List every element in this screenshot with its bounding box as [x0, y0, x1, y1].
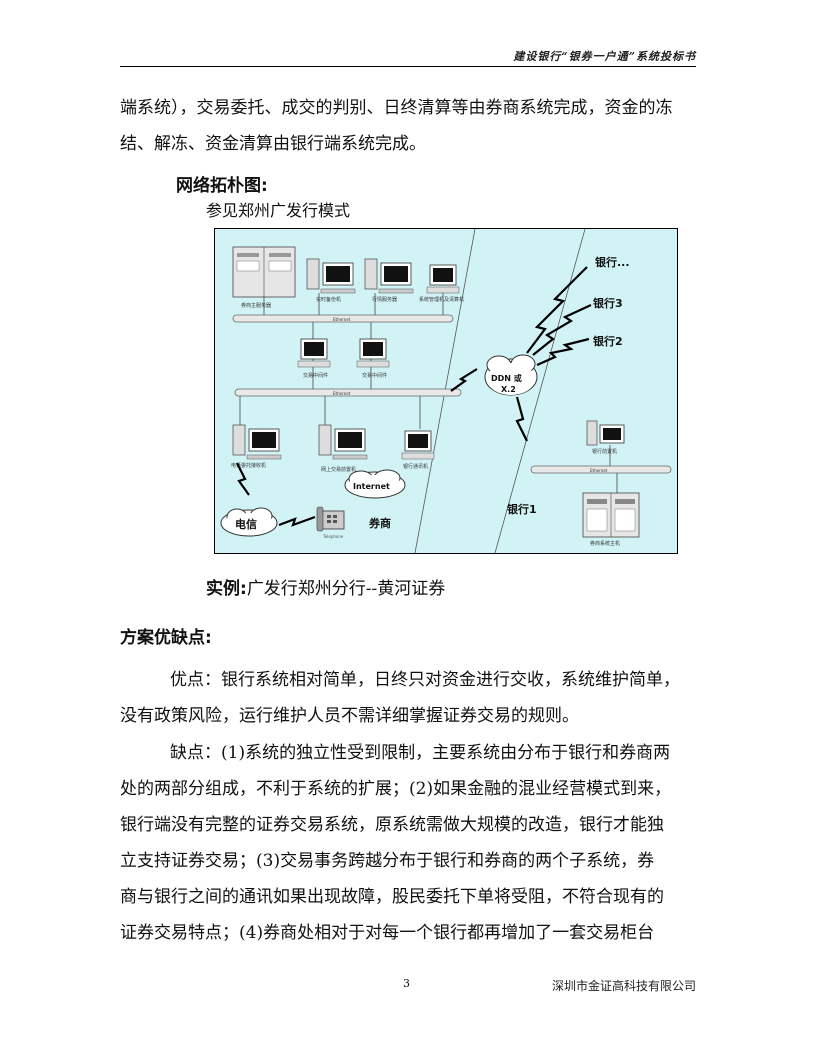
link-ddn-bank-more [526, 266, 588, 354]
ethernet-label-middle: Ethernet [333, 391, 351, 396]
pros-line-2: 没有政策风险，运行维护人员不需详细掌握证券交易的规则。 [120, 706, 579, 726]
broker-host-label: 券商系统主机 [590, 540, 620, 547]
intro-line-2: 结、解冻、资金清算由银行端系统完成。 [120, 134, 426, 154]
backup-label: 实时备份机 [316, 296, 341, 303]
trade-middleware-1-icon [297, 338, 331, 368]
trade-middleware-1-label: 交易中间件 [303, 372, 328, 379]
telecom-cloud-icon [220, 507, 278, 537]
bank1-label: 银行1 [507, 502, 537, 516]
cons-line-1: 缺点：(1)系统的独立性受到限制，主要系统由分布于银行和券商两 [170, 743, 671, 763]
web-trade-front-icon [318, 424, 368, 460]
cons-line-6: 证券交易特点；(4)券商处相对于对每一个银行都再增加了一套交易柜台 [120, 923, 655, 943]
example-text: 广发行郑州分行--黄河证券 [246, 579, 446, 599]
link-ddn-bank1 [515, 396, 528, 442]
link-ddn-bank2 [536, 337, 590, 367]
example-line: 实例:广发行郑州分行--黄河证券 [206, 574, 445, 599]
network-topology-diagram: Ethernet Ethernet Ethernet 券商主服务器 实时备份机 … [214, 228, 678, 554]
bank-more-label: 银行... [595, 255, 630, 269]
cons-line-3: 银行端没有完整的证券交易系统，原系统需做大规模的改造，银行才能独 [120, 815, 664, 835]
trade-middleware-2-icon [356, 338, 390, 368]
header-rule [120, 66, 696, 67]
footer-company: 深圳市金证高科技有限公司 [551, 979, 696, 993]
sys-admin-workstation-icon [426, 264, 460, 315]
bank-comm-label: 银行通讯机 [403, 463, 428, 470]
bank-front-icon [586, 420, 625, 466]
link-ddn-bank3 [532, 304, 592, 356]
bank3-label: 银行3 [593, 296, 623, 310]
phone-receiver-label: 电话委托接收机 [231, 462, 266, 469]
ddn-cloud-icon [484, 354, 538, 396]
backup-workstation-icon [306, 258, 356, 315]
internet-cloud-icon [344, 469, 406, 499]
page-number: 3 [403, 977, 410, 990]
ethernet-label-bank: Ethernet [590, 468, 608, 473]
cons-line-2: 处的两部分组成，不利于系统的扩展；(2)如果金融的混业经营模式到来， [120, 779, 672, 799]
phone-receiver-icon [232, 424, 282, 460]
bank-comm-icon [401, 430, 435, 460]
telecom-label: 电信 [235, 517, 257, 531]
bank2-label: 银行2 [593, 334, 623, 348]
ethernet-label-top: Ethernet [333, 317, 351, 322]
main-server-label: 券商主服务器 [241, 302, 271, 309]
ethernet-bus-middle: Ethernet [234, 388, 462, 397]
cons-line-5: 商与银行之间的通讯如果出现故障，股民委托下单将受阻，不符合现有的 [120, 887, 664, 907]
broker-label: 券商 [368, 516, 391, 530]
broker-host-icon [582, 492, 640, 538]
telephone-icon [316, 506, 345, 532]
ddn-label: DDN 或 [491, 373, 522, 383]
topology-subtitle: 参见郑州广发行模式 [206, 201, 351, 220]
trade-middleware-2-label: 交易中间件 [362, 372, 387, 379]
bank-front-label: 银行前置机 [592, 448, 617, 455]
internet-label: Internet [353, 482, 390, 491]
main-server-icon [232, 246, 296, 315]
link-bus-ddn [450, 368, 478, 392]
topology-heading: 网络拓朴图: [176, 176, 268, 196]
link-telecom-telephone [278, 515, 316, 527]
ethernet-bus-bank: Ethernet [530, 465, 672, 474]
sys-admin-label: 系统管理机及清算机 [419, 296, 464, 303]
telephone-label: Telephone [322, 534, 344, 539]
ethernet-bus-top: Ethernet [232, 314, 454, 323]
link-phone-telecom [236, 462, 250, 496]
pros-cons-heading: 方案优缺点: [120, 628, 212, 648]
cons-line-4: 立支持证券交易；(3)交易事务跨越分布于银行和券商的两个子系统，券 [120, 851, 655, 871]
quote-server-label: 行情服务器 [372, 296, 397, 303]
quote-server-icon [364, 258, 414, 315]
pros-line-1: 优点：银行系统相对简单，日终只对资金进行交收，系统维护简单， [170, 670, 680, 690]
header-title: 建设银行“银券一户通”系统投标书 [513, 50, 696, 63]
web-trade-label: 网上交易前置机 [321, 466, 356, 473]
intro-line-1: 端系统），交易委托、成交的判别、日终清算等由券商系统完成，资金的冻 [120, 98, 673, 118]
example-label: 实例: [206, 579, 247, 599]
x2-label: X.2 [501, 385, 516, 394]
